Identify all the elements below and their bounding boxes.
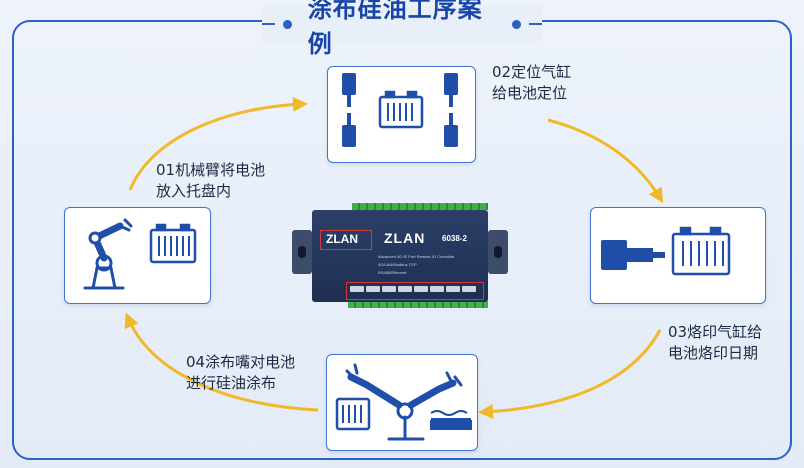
- battery-icon: [671, 226, 731, 276]
- device-brand: ZLAN: [384, 230, 426, 246]
- bottom-terminal-block: [348, 301, 488, 308]
- title-right-line: [528, 23, 542, 25]
- top-terminal-block: [352, 203, 488, 210]
- device-io-frame: [346, 282, 484, 300]
- page-title: 涂布硅油工序案例: [307, 0, 483, 58]
- title-left-line: [262, 23, 276, 25]
- step-01-box: [64, 207, 211, 304]
- port: [350, 286, 364, 292]
- port: [398, 286, 412, 292]
- port: [366, 286, 380, 292]
- arrow-01-to-02: [128, 96, 308, 191]
- coating-nozzle-icon: [335, 363, 472, 441]
- device-desc-3: RS485/Ethernet: [378, 270, 407, 275]
- arrow-04-to-01: [124, 312, 319, 412]
- robot-arm-icon: [83, 218, 197, 290]
- device-port-row: [350, 286, 476, 292]
- device-model: 6038-2: [442, 234, 467, 243]
- mounting-ear-right: [488, 230, 508, 274]
- title-right-dot: [512, 19, 521, 29]
- stamping-cylinder-icon: [601, 226, 731, 276]
- battery-icon: [378, 90, 424, 129]
- title-bar: 涂布硅油工序案例: [262, 0, 542, 58]
- port: [430, 286, 444, 292]
- step-04-label: 04涂布嘴对电池 进行硅油涂布: [186, 353, 296, 392]
- port: [414, 286, 428, 292]
- mounting-ear-left: [292, 230, 312, 274]
- io-controller-device: ZLAN ZLAN 6038-2 Advanced 4G IE Port Rem…: [292, 200, 508, 312]
- step-04-box: [326, 354, 478, 451]
- step-02-label: 02定位气缸 给电池定位: [492, 63, 572, 102]
- title-left-dot: [283, 19, 292, 29]
- device-desc-2: 4G/LAN/Modbus TCP: [378, 262, 417, 267]
- step-02-box: [327, 66, 476, 163]
- battery-icon: [149, 223, 197, 264]
- arrow-02-to-03: [547, 118, 664, 204]
- step-03-label: 03烙印气缸给 电池烙印日期: [668, 323, 763, 362]
- port: [462, 286, 476, 292]
- positioning-cylinder-icon: [342, 73, 458, 147]
- step-03-box: [590, 207, 766, 304]
- device-logo-frame: [320, 230, 372, 250]
- device-logo-small: ZLAN: [326, 232, 358, 246]
- port: [446, 286, 460, 292]
- port: [382, 286, 396, 292]
- device-desc-1: Advanced 4G IE Port Remote IO Controller: [378, 254, 455, 259]
- step-01-label: 01机械臂将电池 放入托盘内: [156, 161, 266, 200]
- arrow-03-to-04: [478, 329, 662, 420]
